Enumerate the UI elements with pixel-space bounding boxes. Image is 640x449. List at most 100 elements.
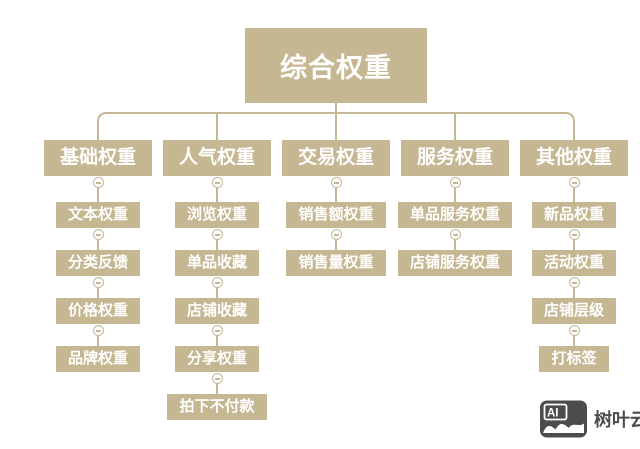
branch-basic-weight: 基础权重 文本权重 分类反馈 价格权重 品牌权重 <box>28 140 168 372</box>
minus-icon <box>214 233 220 236</box>
collapse-toggle[interactable] <box>92 229 104 240</box>
connector <box>92 276 105 298</box>
collapse-toggle[interactable] <box>92 177 104 188</box>
connector-line <box>97 336 99 346</box>
root-node[interactable]: 综合权重 <box>245 28 427 103</box>
connector-line <box>97 240 99 250</box>
mountain-shape <box>543 423 584 433</box>
connector <box>330 228 343 250</box>
connector-line <box>216 188 218 202</box>
branch-node-popularity-weight[interactable]: 人气权重 <box>162 140 271 176</box>
branch-transaction-weight: 交易权重 销售额权重 销售量权重 <box>266 140 406 276</box>
connector <box>211 228 224 250</box>
leaf-node[interactable]: 分类反馈 <box>55 250 140 276</box>
connector <box>449 228 462 250</box>
connector <box>92 324 105 346</box>
branch-other-weight: 其他权重 新品权重 活动权重 店铺层级 打标签 <box>504 140 640 372</box>
collapse-toggle[interactable] <box>92 277 104 288</box>
leaf-node[interactable]: 品牌权重 <box>55 346 140 372</box>
minus-icon <box>214 281 220 284</box>
minus-icon <box>95 181 101 184</box>
watermark-brand-text: 树叶云 <box>594 410 640 430</box>
leaf-node[interactable]: 文本权重 <box>55 202 140 228</box>
collapse-toggle[interactable] <box>568 229 580 240</box>
minus-icon <box>214 329 220 332</box>
collapse-toggle[interactable] <box>449 177 461 188</box>
minus-icon <box>333 181 339 184</box>
leaf-node[interactable]: 分享权重 <box>174 346 259 372</box>
leaf-node[interactable]: 销售量权重 <box>286 250 386 276</box>
collapse-toggle[interactable] <box>568 277 580 288</box>
minus-icon <box>452 233 458 236</box>
minus-icon <box>571 233 577 236</box>
branch-node-basic-weight[interactable]: 基础权重 <box>43 140 152 176</box>
connector-line <box>335 188 337 202</box>
leaf-node[interactable]: 销售额权重 <box>286 202 386 228</box>
connector-line <box>97 288 99 298</box>
minus-icon <box>571 281 577 284</box>
connector-line <box>97 188 99 202</box>
collapse-toggle[interactable] <box>211 177 223 188</box>
leaf-node[interactable]: 单品服务权重 <box>397 202 512 228</box>
connector <box>330 176 343 202</box>
minus-icon <box>214 181 220 184</box>
leaf-node[interactable]: 价格权重 <box>55 298 140 324</box>
leaf-node[interactable]: 拍下不付款 <box>167 394 267 420</box>
logo-ai-text: AI <box>547 408 559 420</box>
collapse-toggle[interactable] <box>330 177 342 188</box>
connector-line <box>216 384 218 394</box>
collapse-toggle[interactable] <box>211 229 223 240</box>
connector <box>449 176 462 202</box>
leaf-node[interactable]: 店铺服务权重 <box>397 250 512 276</box>
collapse-toggle[interactable] <box>92 325 104 336</box>
connector <box>211 176 224 202</box>
connector-line <box>216 288 218 298</box>
connector <box>211 276 224 298</box>
connector <box>92 176 105 202</box>
connector-line <box>216 240 218 250</box>
branch-node-other-weight[interactable]: 其他权重 <box>519 140 628 176</box>
connector-line <box>573 288 575 298</box>
leaf-node[interactable]: 新品权重 <box>531 202 616 228</box>
leaf-node[interactable]: 店铺层级 <box>531 298 616 324</box>
minus-icon <box>571 181 577 184</box>
minus-icon <box>95 281 101 284</box>
watermark: AI 树叶云 <box>540 400 640 438</box>
minus-icon <box>333 233 339 236</box>
minus-icon <box>571 329 577 332</box>
minus-icon <box>95 233 101 236</box>
leaf-node[interactable]: 单品收藏 <box>174 250 259 276</box>
connector <box>211 372 224 394</box>
connector <box>211 324 224 346</box>
collapse-toggle[interactable] <box>211 373 223 384</box>
connector <box>568 228 581 250</box>
collapse-toggle[interactable] <box>568 177 580 188</box>
minus-icon <box>95 329 101 332</box>
connector <box>568 176 581 202</box>
collapse-toggle[interactable] <box>568 325 580 336</box>
minus-icon <box>214 377 220 380</box>
leaf-node[interactable]: 店铺收藏 <box>174 298 259 324</box>
leaf-node[interactable]: 打标签 <box>539 346 609 372</box>
connector-line <box>573 336 575 346</box>
leaf-node[interactable]: 浏览权重 <box>174 202 259 228</box>
collapse-toggle[interactable] <box>330 229 342 240</box>
connector <box>568 324 581 346</box>
collapse-toggle[interactable] <box>211 277 223 288</box>
connector-line <box>335 240 337 250</box>
connector <box>568 276 581 298</box>
branch-node-service-weight[interactable]: 服务权重 <box>400 140 509 176</box>
connector-line <box>573 240 575 250</box>
leaf-node[interactable]: 活动权重 <box>531 250 616 276</box>
connector-line <box>216 336 218 346</box>
branch-service-weight: 服务权重 单品服务权重 店铺服务权重 <box>385 140 525 276</box>
collapse-toggle[interactable] <box>211 325 223 336</box>
minus-icon <box>452 181 458 184</box>
ai-image-logo-icon: AI <box>540 400 587 438</box>
connector-line <box>573 188 575 202</box>
collapse-toggle[interactable] <box>449 229 461 240</box>
branch-popularity-weight: 人气权重 浏览权重 单品收藏 店铺收藏 分享权重 拍下不付款 <box>147 140 287 420</box>
branch-node-transaction-weight[interactable]: 交易权重 <box>281 140 390 176</box>
connector-line <box>454 240 456 250</box>
